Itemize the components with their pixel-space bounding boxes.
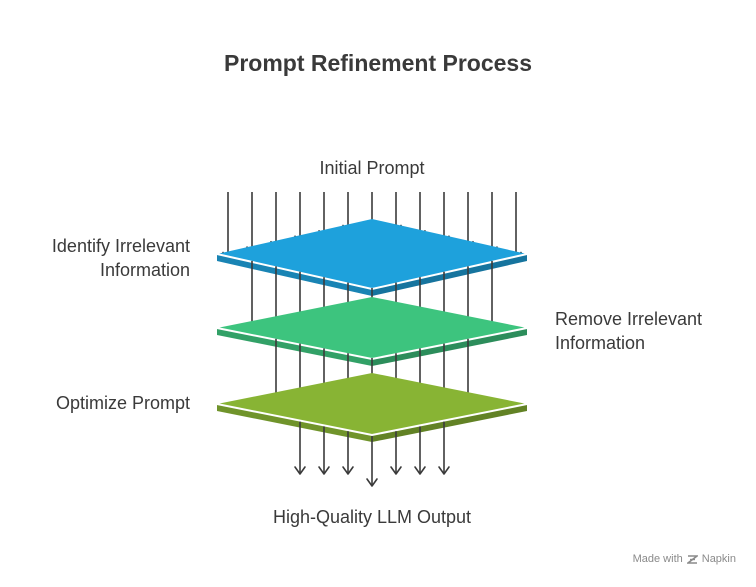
badge-prefix: Made with [632,553,683,565]
flow-arrow [246,192,258,255]
flow-arrow [342,431,354,475]
process-layer [216,219,528,296]
input-label: Initial Prompt [319,158,425,178]
flow-arrow [438,421,450,475]
flow-arrow [390,431,402,475]
layer-label-line: Information [99,260,190,280]
flow-arrow [294,421,306,475]
layer-label-remove: Remove Irrelevant Information [555,307,702,355]
layer-label-identify: Identify Irrelevant Information [52,234,190,282]
layer-label-optimize: Optimize Prompt [56,391,190,415]
output-label: High-Quality LLM Output [272,507,472,527]
made-with-badge[interactable]: Made with Napkin [633,553,736,565]
layer-label-line: Information [555,333,646,353]
layer-label-line: Optimize Prompt [55,393,190,413]
napkin-logo-icon [686,554,698,565]
badge-brand: Napkin [701,553,736,565]
flow-arrow [414,426,426,475]
flow-arrow [222,192,234,261]
diagram-title: Prompt Refinement Process [223,50,533,76]
process-layer [216,297,528,366]
layer-label-line: Remove Irrelevant [555,309,703,329]
process-layer [216,373,528,442]
layer-label-line: Identify Irrelevant [51,236,190,256]
flow-arrow [366,436,378,487]
flow-arrow [510,192,522,261]
flow-arrow [318,426,330,475]
flow-arrow [486,192,498,255]
